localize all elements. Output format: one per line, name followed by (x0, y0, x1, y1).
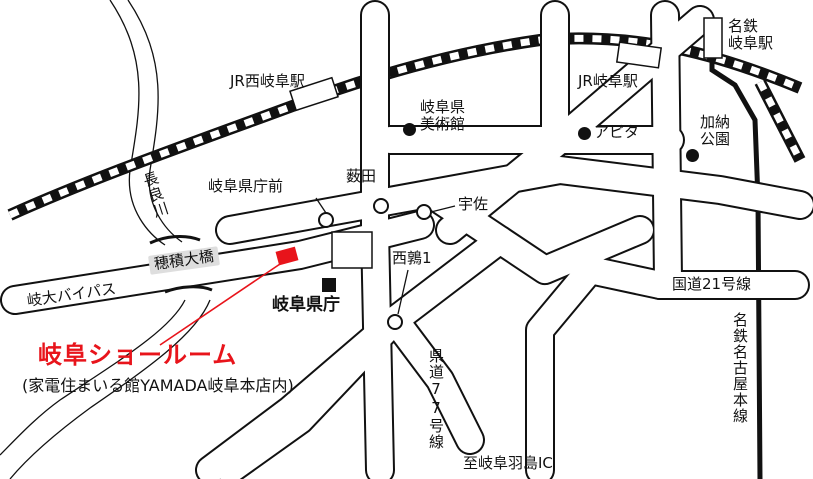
station-jr-nishigifu: JR西岐阜駅 (230, 72, 305, 90)
apita-dot (578, 127, 591, 140)
jr-nishigifu-station-box (289, 76, 339, 112)
pref-office-icon (322, 278, 336, 292)
showroom-leader-line (159, 261, 284, 346)
intersection-kencho-mae: 岐阜県庁前 (208, 177, 284, 195)
hozumi-bridge-marks (149, 234, 213, 294)
intersection-yabuta: 薮田 (346, 167, 377, 185)
landmark-apita: アピタ (594, 123, 640, 141)
road-route21: 国道21号線 (672, 275, 752, 293)
meitetsu-nagoya-line (709, 55, 763, 479)
nagara-river (0, 0, 211, 479)
kencho-mae-marker (318, 212, 334, 228)
road-to-hashima-ic: 至岐阜羽島IC (463, 454, 553, 472)
intersection-nishiuzura: 西鶉1 (392, 249, 432, 267)
showroom-subtitle: (家電住まいる館YAMADA岐阜本店内) (22, 376, 294, 395)
museum-dot (403, 123, 416, 136)
landmark-pref-office: 岐阜県庁 (272, 295, 340, 315)
intersection-usa: 宇佐 (458, 195, 489, 213)
usa-marker (416, 204, 432, 220)
meitetsu-branch (754, 79, 806, 163)
pref-office-block (331, 231, 373, 269)
yabuta-marker (373, 198, 389, 214)
station-meitetsu-gifu: 名鉄 岐阜駅 (728, 17, 774, 53)
landmark-museum: 岐阜県 美術館 (420, 98, 466, 134)
nishiuzura-marker (387, 314, 403, 330)
kano-park-dot (686, 149, 699, 162)
showroom-marker (275, 246, 299, 266)
rail-meitetsu-nagoya-line: 名鉄名古屋本線 (731, 312, 749, 424)
station-jr-gifu: JR岐阜駅 (578, 72, 638, 90)
road-pref77: 県道77号線 (427, 348, 445, 450)
landmark-kano-park: 加納 公園 (700, 113, 731, 149)
showroom-title: 岐阜ショールーム (38, 341, 238, 369)
intersection-markers (318, 198, 432, 330)
jr-gifu-station-box (615, 41, 663, 69)
meitetsu-gifu-station-box (703, 17, 723, 59)
